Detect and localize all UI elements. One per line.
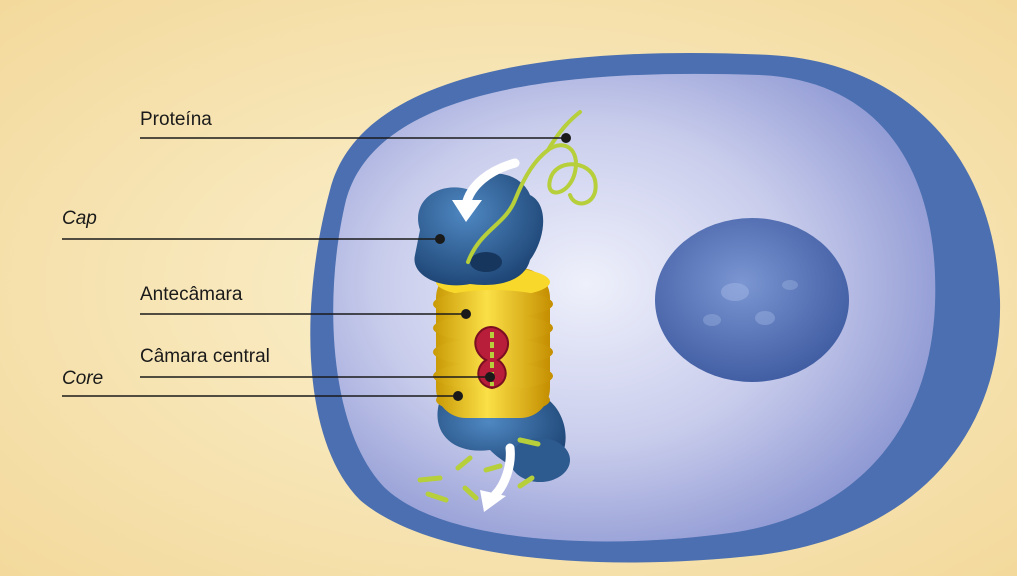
label-proteina: Proteína: [140, 110, 212, 129]
label-cap: Cap: [62, 209, 97, 228]
label-core: Core: [62, 369, 103, 388]
nucleus: [655, 218, 849, 382]
cap-opening: [470, 252, 502, 272]
cell: [310, 53, 1000, 562]
label-camara-central: Câmara central: [140, 347, 270, 366]
label-antecamara: Antecâmara: [140, 285, 242, 304]
